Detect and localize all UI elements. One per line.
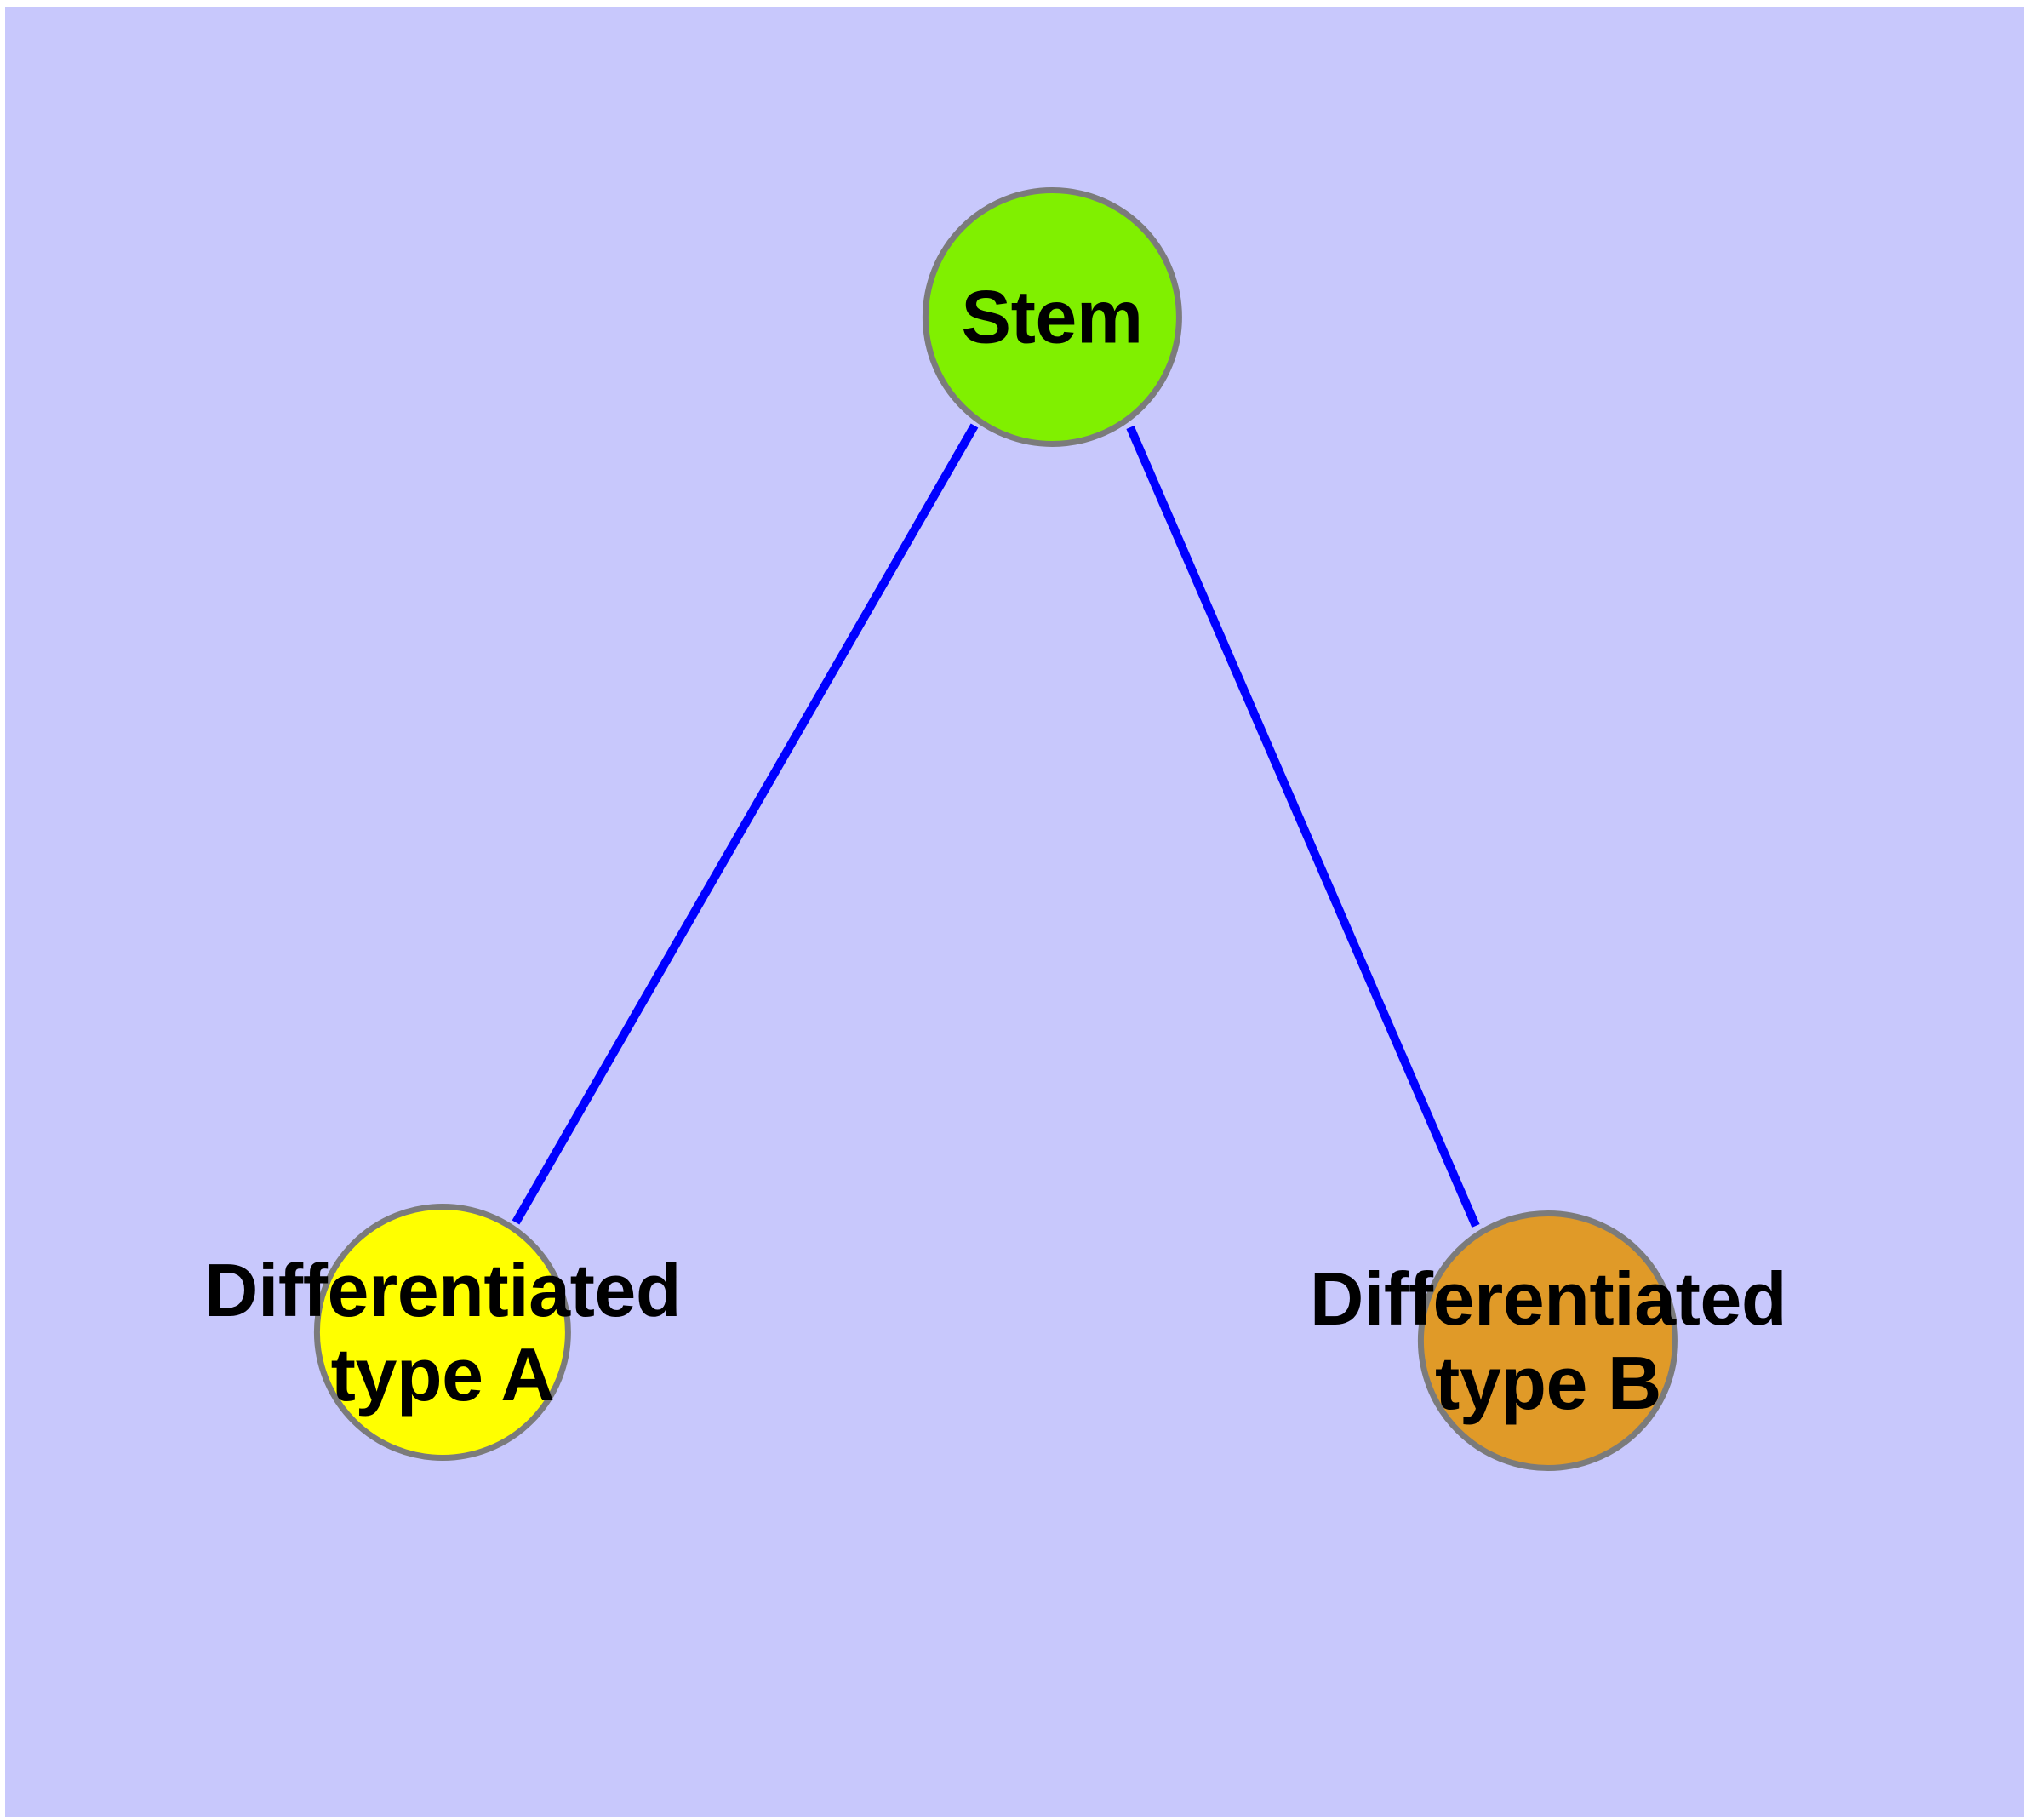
node-differentiated-type-a-label-line-1: Differentiated (203, 1248, 682, 1332)
node-differentiated-type-a[interactable]: Differentiated type A (203, 1204, 682, 1461)
graph-canvas: Stem Differentiated type A Differentiate… (5, 7, 2024, 1817)
node-stem[interactable]: Stem (922, 186, 1182, 447)
node-differentiated-type-b-circle (1418, 1210, 1678, 1471)
node-stem-circle (922, 186, 1182, 447)
node-differentiated-type-a-circle (314, 1204, 571, 1461)
node-differentiated-type-b-label-line-2: type B (1435, 1341, 1661, 1425)
node-differentiated-type-b-label-line-1: Differentiated (1309, 1256, 1787, 1341)
node-differentiated-type-b[interactable]: Differentiated type B (1309, 1210, 1787, 1471)
node-differentiated-type-a-label: Differentiated type A (203, 1248, 682, 1417)
node-differentiated-type-b-label: Differentiated type B (1309, 1256, 1787, 1425)
edge-stem-to-type-b[interactable] (1126, 426, 1480, 1228)
node-stem-label-line-1: Stem (961, 274, 1143, 359)
edge-layer (512, 423, 1480, 1228)
edge-stem-to-type-a[interactable] (512, 423, 979, 1225)
node-stem-label: Stem (961, 274, 1143, 359)
node-differentiated-type-a-label-line-2: type A (330, 1332, 555, 1417)
